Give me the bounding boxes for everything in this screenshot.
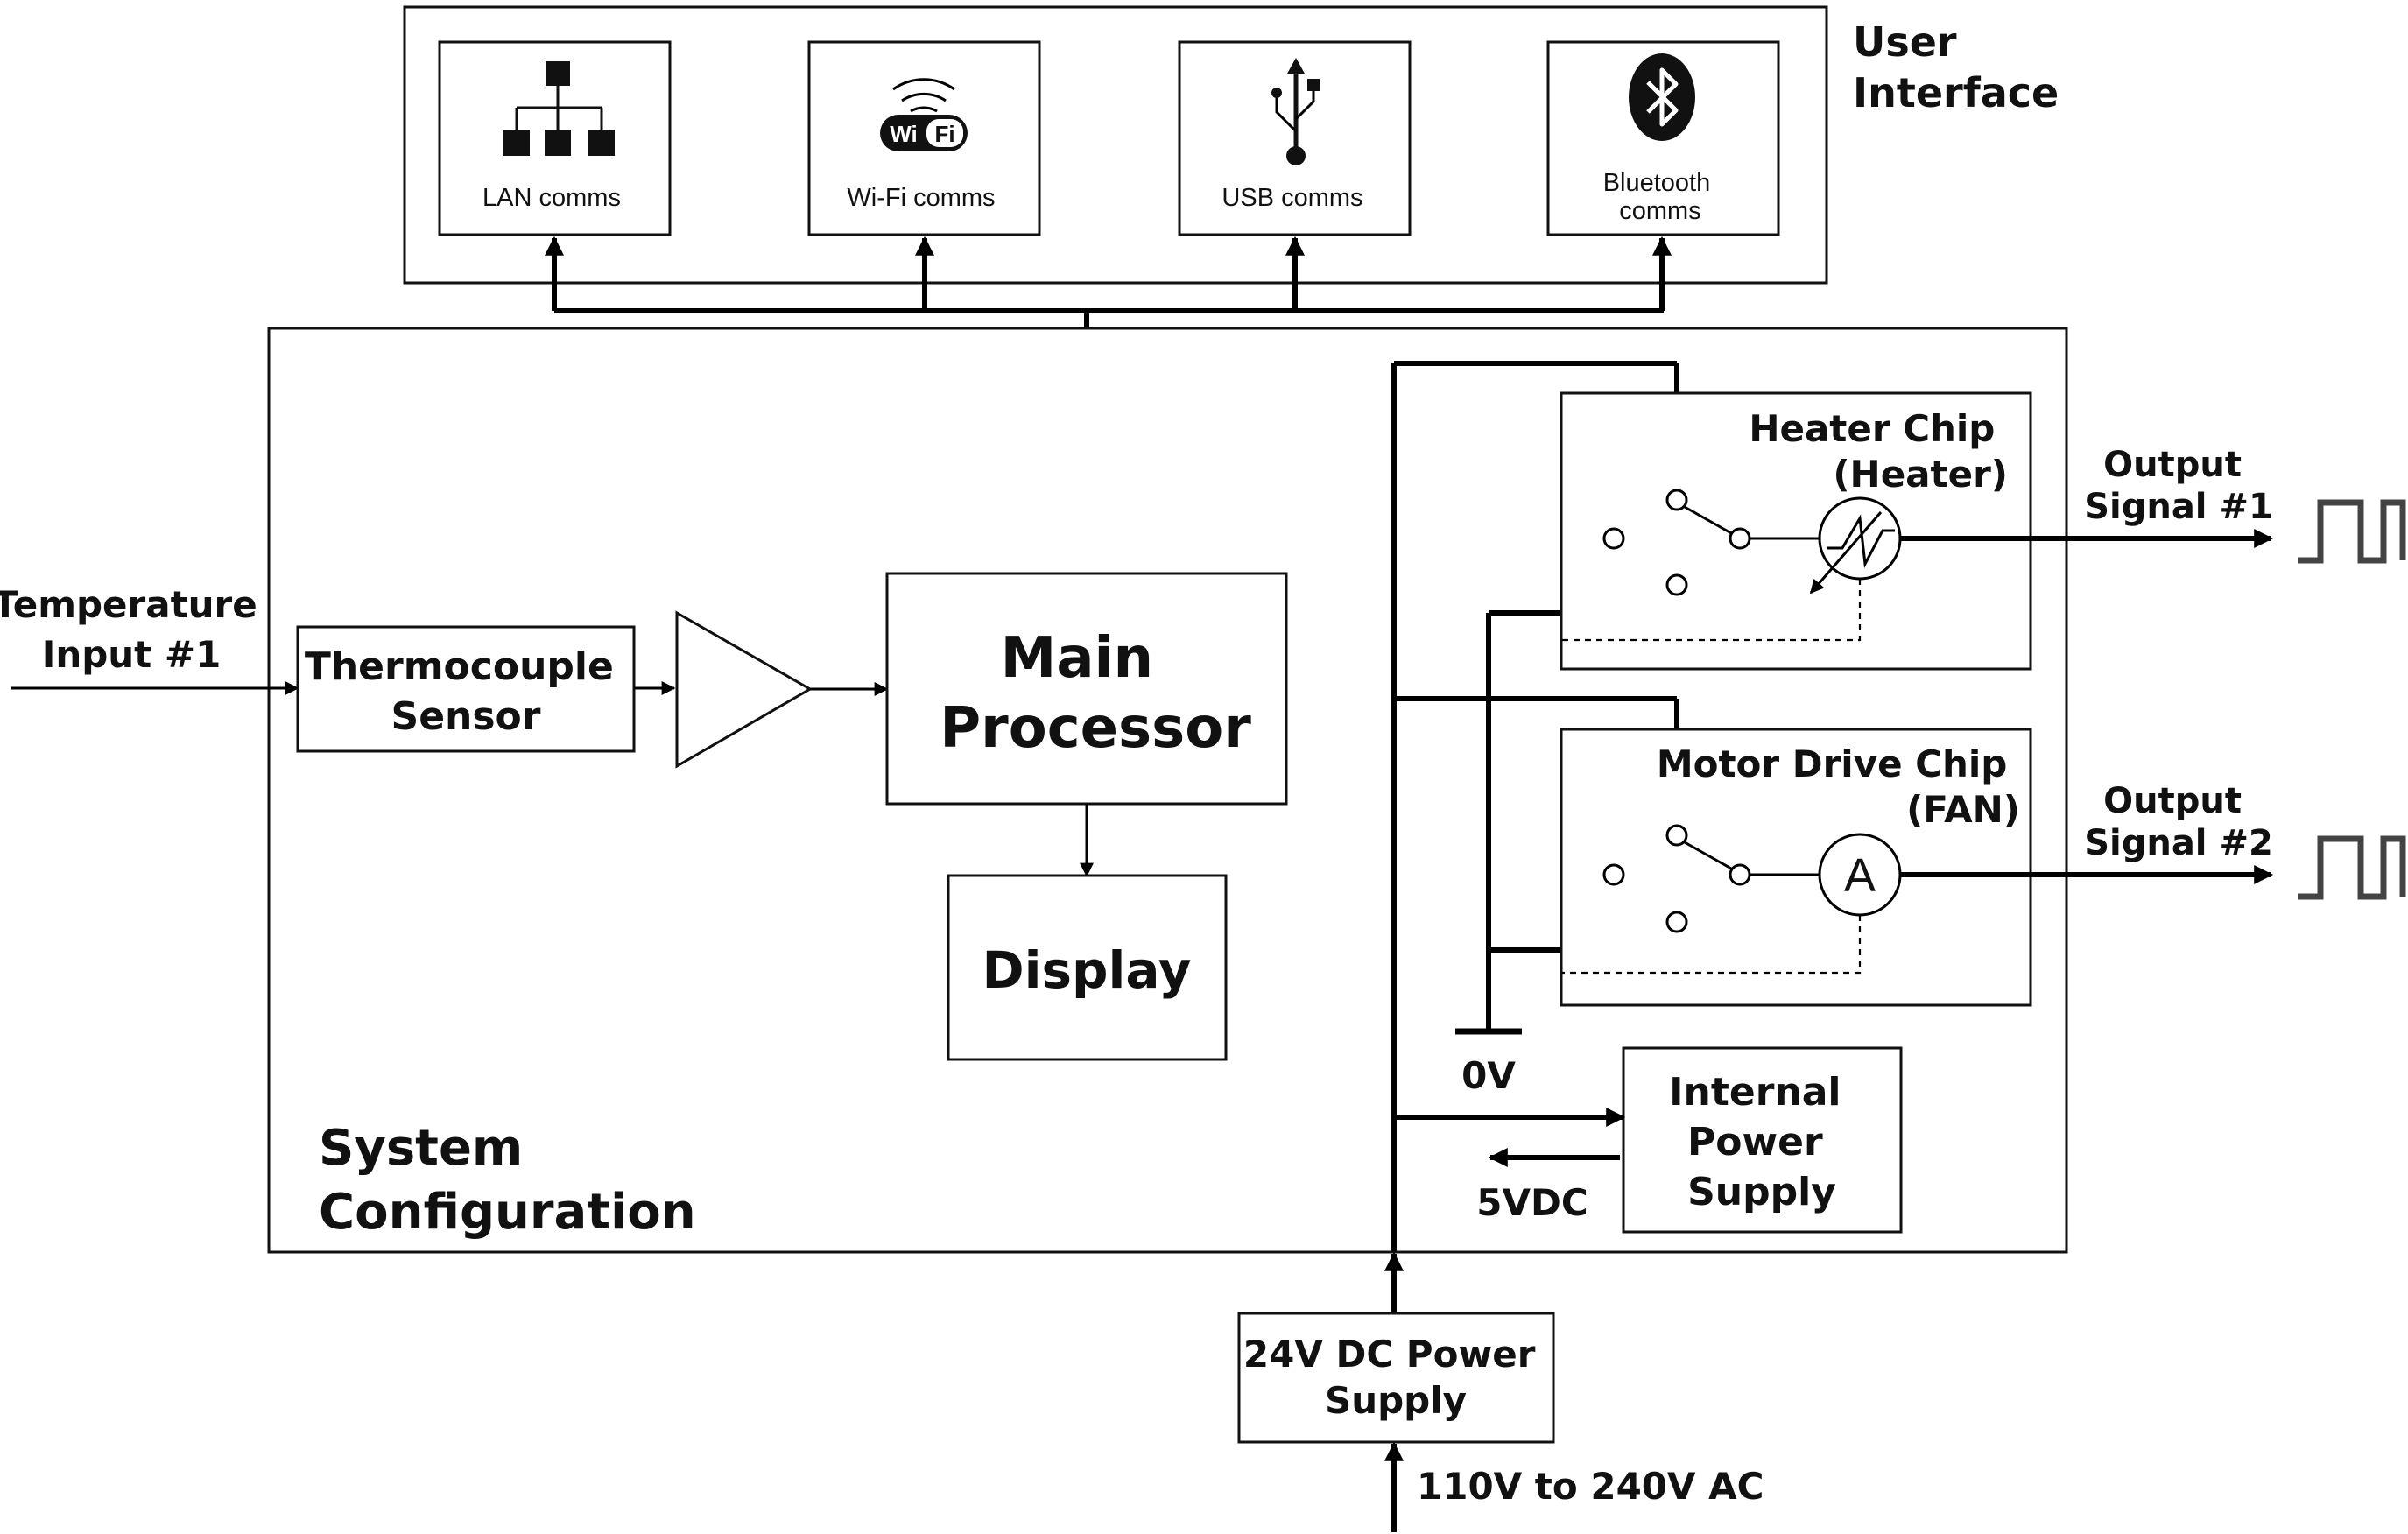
thermocouple-sensor-label: Thermocouple Sensor — [305, 644, 627, 739]
dc-power-supply-label: 24V DC Power Supply — [1243, 1333, 1548, 1422]
main-processor-block — [885, 572, 1288, 806]
heater-relay-switch — [1602, 489, 1819, 596]
ammeter-letter: A — [1844, 849, 1876, 902]
display-block — [947, 874, 1228, 1061]
dc-power-supply-block — [1237, 1312, 1555, 1444]
user-interface-group: User Interface LAN comms Wi Fi — [403, 5, 2059, 285]
5vdc-label: 5VDC — [1476, 1181, 1588, 1224]
heater-feedback-line — [1562, 579, 1862, 642]
wifi-icon: Wi Fi — [880, 78, 968, 151]
wifi-badge-right: Fi — [934, 121, 954, 147]
ac-input-label: 110V to 240V AC — [1417, 1465, 1764, 1508]
amplifier-triangle — [675, 610, 813, 769]
ground-label: 0V — [1461, 1054, 1516, 1097]
lan-comms-label: LAN comms — [482, 184, 621, 212]
bluetooth-comms-label: Bluetooth comms — [1603, 169, 1718, 225]
bluetooth-icon — [1629, 53, 1695, 141]
heater-element-symbol — [1809, 496, 1902, 595]
pulse-waveform-2 — [2298, 835, 2406, 900]
heater-chip-label: Heater Chip (Heater) — [1749, 407, 2008, 496]
network-hierarchy-icon — [503, 61, 615, 156]
heater-chip-block — [1560, 391, 2032, 671]
motor-drive-chip-label: Motor Drive Chip (FAN) — [1657, 742, 2020, 831]
system-configuration-title: System Configuration — [319, 1120, 696, 1241]
wifi-badge-left: Wi — [890, 121, 918, 147]
output-signal-1-label: Output Signal #1 — [2084, 445, 2273, 527]
main-processor-label: Main Processor — [940, 626, 1251, 761]
output-signal-2-label: Output Signal #2 — [2084, 781, 2273, 863]
motor-drive-chip-block — [1560, 728, 2032, 1007]
user-interface-title: User Interface — [1853, 18, 2059, 116]
wifi-comms-label: Wi-Fi comms — [847, 184, 995, 212]
thermocouple-sensor-block — [296, 625, 636, 753]
internal-power-supply-label: Internal Power Supply — [1669, 1070, 1855, 1214]
internal-power-supply-block — [1622, 1046, 1903, 1234]
temperature-input-label: Temperature Input #1 — [0, 583, 270, 676]
motor-relay-switch — [1602, 824, 1819, 933]
display-label: Display — [982, 940, 1191, 1000]
usb-icon — [1271, 58, 1320, 165]
usb-comms-label: USB comms — [1222, 184, 1362, 212]
pulse-waveform-1 — [2298, 499, 2406, 564]
motor-feedback-line — [1562, 915, 1862, 975]
ammeter-symbol: A — [1818, 833, 1902, 917]
